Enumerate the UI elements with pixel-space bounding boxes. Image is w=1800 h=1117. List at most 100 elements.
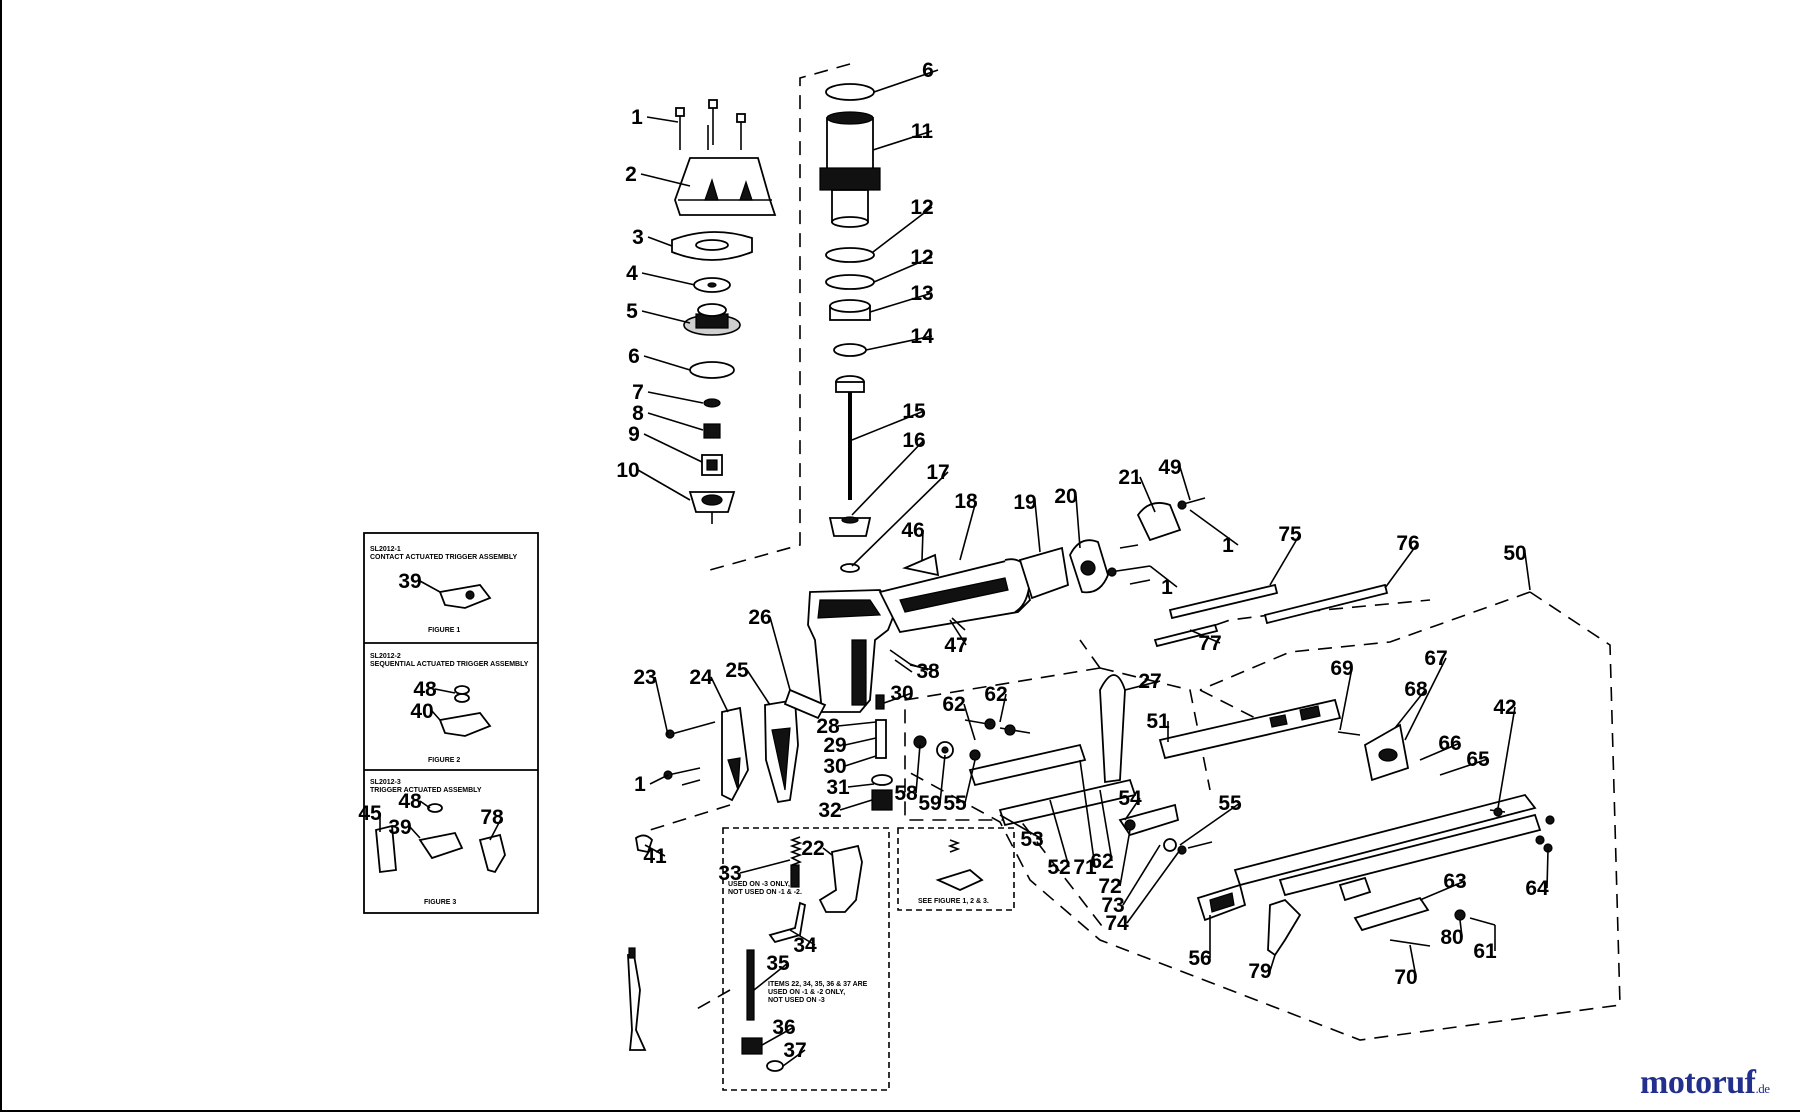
part-callout-3: 3 <box>632 226 644 249</box>
leader-line <box>839 799 873 811</box>
part-callout-79: 79 <box>1248 960 1271 983</box>
leader-line <box>873 69 939 93</box>
part-callout-62: 62 <box>942 693 965 716</box>
part-callout-49: 49 <box>1158 456 1181 479</box>
leader-line <box>746 669 771 706</box>
leader-line <box>1179 802 1241 846</box>
part-callout-55: 55 <box>1218 792 1242 815</box>
leader-line <box>1419 880 1466 901</box>
part-callout-12: 12 <box>910 196 933 219</box>
part-callout-63: 63 <box>1443 870 1466 893</box>
leader-line <box>419 800 431 809</box>
leader-line <box>1075 495 1081 549</box>
leader-line <box>647 391 704 404</box>
part-callout-26: 26 <box>748 606 771 629</box>
part-callout-18: 18 <box>954 490 978 513</box>
part-callout-62: 62 <box>1090 850 1113 873</box>
part-callout-70: 70 <box>1394 966 1417 989</box>
leader-line <box>647 236 673 247</box>
panel2-caption: FIGURE 2 <box>428 757 460 764</box>
part-callout-7: 7 <box>632 381 644 404</box>
leader-line <box>1122 844 1161 906</box>
leader-line <box>641 272 696 286</box>
leader-line <box>851 471 949 567</box>
leader-line <box>909 664 939 672</box>
watermark-logo: motoruf.de <box>1640 1064 1770 1102</box>
part-callout-42: 42 <box>1493 696 1516 719</box>
leader-line <box>872 206 933 253</box>
part-callout-50: 50 <box>1503 542 1526 565</box>
leader-line <box>1459 919 1463 938</box>
leader-line <box>769 616 791 691</box>
leader-line <box>915 744 921 794</box>
part-callout-66: 66 <box>1438 732 1461 755</box>
leader-line <box>643 355 691 371</box>
leader-line <box>1189 629 1221 644</box>
part-callout-28: 28 <box>816 715 840 738</box>
part-callout-55: 55 <box>943 792 967 815</box>
part-callout-32: 32 <box>818 799 841 822</box>
part-callout-54: 54 <box>1118 787 1142 810</box>
leader-line <box>643 433 703 463</box>
part-callout-1: 1 <box>634 773 646 796</box>
leader-line <box>419 580 441 593</box>
part-callout-10: 10 <box>616 459 639 482</box>
leader-line <box>761 1026 795 1046</box>
watermark-brand: motoruf <box>1640 1064 1756 1101</box>
part-callout-75: 75 <box>1278 523 1302 546</box>
part-callout-2: 2 <box>625 163 637 186</box>
cylinder-assembly <box>819 83 881 573</box>
part-callout-59: 59 <box>918 792 941 815</box>
part-callout-38: 38 <box>916 660 940 683</box>
frame-bottom <box>0 1110 1800 1112</box>
note-items-line1: ITEMS 22, 34, 35, 36 & 37 ARE <box>768 981 868 988</box>
part-callout-48: 48 <box>413 678 437 701</box>
part-callout-12: 12 <box>910 246 933 269</box>
leader-line <box>822 847 833 856</box>
panel2-header-a: SL2012-2 <box>370 653 401 660</box>
magazine-assembly <box>913 583 1555 957</box>
panel1-header-b: CONTACT ACTUATED TRIGGER ASSEMBLY <box>370 554 517 561</box>
leader-line <box>837 721 877 727</box>
panel1-caption: FIGURE 1 <box>428 627 460 634</box>
leader-line <box>1419 742 1461 761</box>
trigger-parts <box>635 688 893 854</box>
part-callout-80: 80 <box>1440 926 1463 949</box>
leader-line <box>1179 466 1191 501</box>
leader-line <box>1119 829 1131 887</box>
leader-line <box>999 693 1007 723</box>
leader-line <box>782 1049 806 1067</box>
part-callout-37: 37 <box>783 1039 806 1062</box>
leader-line <box>964 759 976 804</box>
part-callout-17: 17 <box>926 461 949 484</box>
leader-line <box>1269 533 1301 586</box>
part-callout-39: 39 <box>388 816 411 839</box>
panel2-header-b: SEQUENTIAL ACTUATED TRIGGER ASSEMBLY <box>370 661 529 668</box>
panel1-header-a: SL2012-1 <box>370 546 401 553</box>
leader-line <box>1124 797 1141 821</box>
leader-line <box>646 116 679 123</box>
part-callout-51: 51 <box>1146 710 1170 733</box>
leader-line <box>647 412 704 431</box>
cap-assembly <box>671 99 777 524</box>
part-callout-20: 20 <box>1054 485 1077 508</box>
part-callout-45: 45 <box>358 802 382 825</box>
leader-line <box>1409 944 1417 978</box>
part-callout-58: 58 <box>894 782 918 805</box>
leader-line <box>789 929 816 946</box>
leader-line <box>1546 849 1549 889</box>
leader-line <box>844 755 877 767</box>
part-callout-11: 11 <box>911 120 934 143</box>
leader-line <box>869 292 933 313</box>
part-callout-78: 78 <box>480 806 504 829</box>
part-callout-29: 29 <box>823 734 846 757</box>
part-callout-15: 15 <box>902 400 926 423</box>
part-callout-16: 16 <box>902 429 925 452</box>
part-callout-4: 4 <box>626 262 638 285</box>
part-callout-52: 52 <box>1047 856 1070 879</box>
part-callout-40: 40 <box>410 700 433 723</box>
leader-line <box>1126 849 1181 924</box>
part-callout-48: 48 <box>398 790 422 813</box>
leader-line <box>1269 954 1276 972</box>
